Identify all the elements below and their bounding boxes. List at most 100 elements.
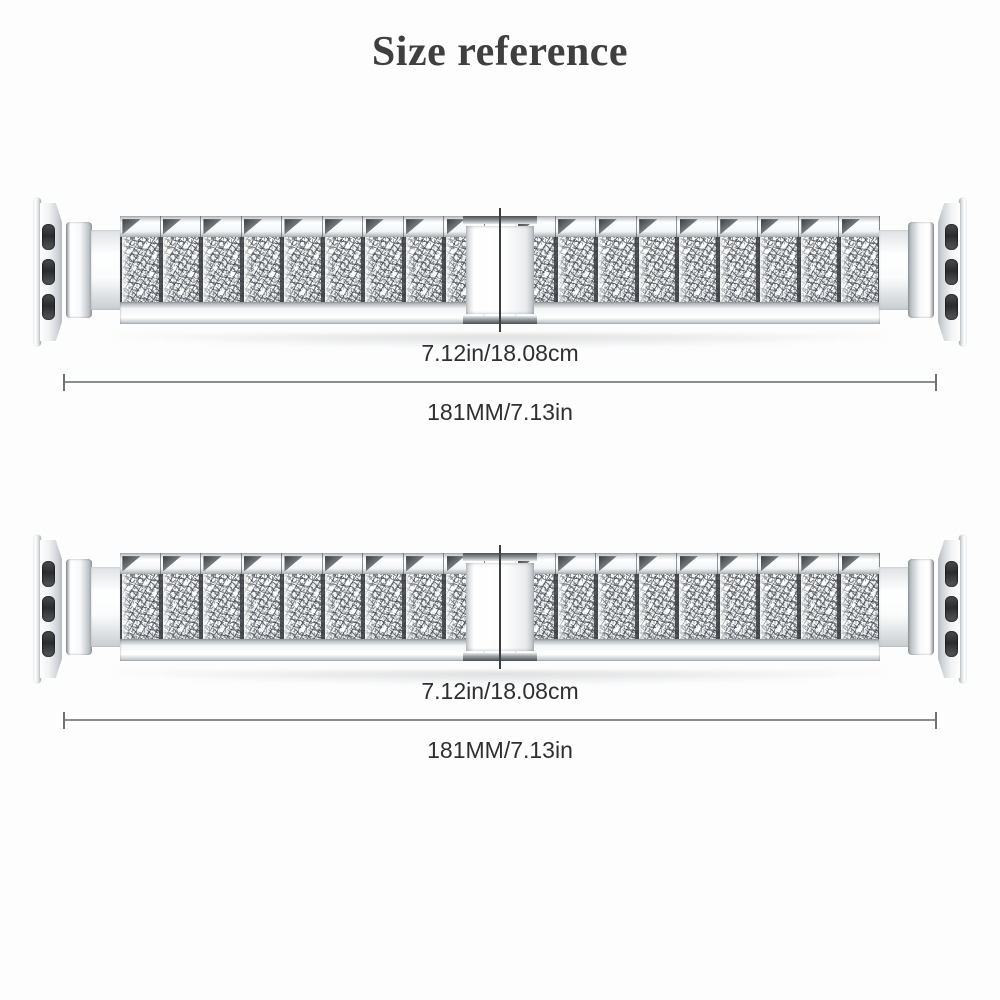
link-teeth-top — [120, 216, 485, 238]
link-tooth — [363, 553, 404, 575]
rhinestone-panel — [241, 237, 283, 303]
watch-band-top — [34, 190, 966, 350]
watch-lug-left — [34, 198, 66, 346]
rhinestone-panel — [555, 574, 597, 640]
lug-slot-group — [42, 224, 55, 320]
rhinestone-panel — [120, 574, 161, 640]
rhinestone-panel — [839, 574, 880, 640]
link-tooth — [161, 553, 202, 575]
link-tooth — [323, 216, 364, 238]
dimension-end-cap-right — [935, 374, 937, 391]
hinge-left — [66, 559, 92, 655]
chain-rail-bottom — [515, 302, 880, 324]
link-tooth — [363, 216, 404, 238]
watch-lug-left — [34, 535, 66, 683]
rhinestone-panel — [322, 574, 364, 640]
link-tooth — [596, 216, 637, 238]
rhinestone-panel — [555, 237, 597, 303]
dimension-end-cap-left — [63, 374, 65, 391]
rhinestone-panel — [677, 237, 718, 303]
rhinestone-panel — [403, 237, 445, 303]
link-teeth-top — [515, 553, 880, 575]
link-tooth — [637, 553, 678, 575]
link-chain — [120, 216, 880, 324]
link-chain — [120, 553, 880, 661]
dimension-line-wrap — [0, 374, 1000, 391]
dimension-end-cap-right — [935, 712, 937, 729]
clasp-seam — [499, 545, 501, 669]
link-tooth — [282, 216, 323, 238]
link-tooth — [718, 553, 759, 575]
taper-right — [879, 230, 909, 310]
taper-right — [879, 567, 909, 647]
rhinestone-panel — [798, 574, 840, 640]
lug-rail-icon — [34, 198, 41, 346]
lug-slot — [945, 561, 958, 587]
lug-slot — [945, 596, 958, 622]
rhinestone-panel-group — [120, 237, 485, 303]
link-teeth-top — [515, 216, 880, 238]
lug-slot — [42, 294, 55, 320]
lug-slot — [42, 259, 55, 285]
rhinestone-panel — [717, 574, 759, 640]
rhinestone-panel — [596, 237, 637, 303]
rhinestone-panel — [798, 237, 840, 303]
link-tooth — [404, 216, 445, 238]
lug-slot — [42, 561, 55, 587]
dimension-group-top: 7.12in/18.08cm 181MM/7.13in — [0, 340, 1000, 426]
lug-rail-icon — [34, 535, 41, 683]
link-tooth — [677, 216, 718, 238]
rhinestone-panel-group — [120, 574, 485, 640]
link-tooth — [718, 216, 759, 238]
watch-lug-right — [934, 535, 966, 683]
link-tooth — [201, 216, 242, 238]
page-title: Size reference — [371, 29, 629, 75]
link-tooth — [596, 553, 637, 575]
rhinestone-panel — [758, 237, 799, 303]
dimension-end-cap-left — [63, 712, 65, 729]
link-tooth — [839, 216, 880, 238]
dimension-line-wrap — [0, 712, 1000, 729]
link-tooth — [556, 216, 597, 238]
link-tooth — [839, 553, 880, 575]
link-tooth — [677, 553, 718, 575]
lug-slot-group — [945, 224, 958, 320]
taper-left — [91, 567, 121, 647]
rhinestone-panel-group — [515, 237, 880, 303]
band-shadow — [104, 671, 896, 685]
rhinestone-panel — [282, 574, 323, 640]
rhinestone-panel — [160, 574, 202, 640]
chain-rail-bottom — [120, 302, 485, 324]
chain-rail-bottom — [515, 639, 880, 661]
rhinestone-panel — [717, 237, 759, 303]
rhinestone-panel — [363, 574, 404, 640]
lug-slot — [42, 596, 55, 622]
hinge-left — [66, 222, 92, 318]
link-tooth — [120, 553, 161, 575]
taper-left — [91, 230, 121, 310]
lug-slot-group — [42, 561, 55, 657]
watch-lug-right — [934, 198, 966, 346]
watch-band-bottom — [34, 527, 966, 687]
link-tooth — [556, 553, 597, 575]
clasp-seam — [499, 208, 501, 332]
lug-slot-group — [945, 561, 958, 657]
rhinestone-panel — [839, 237, 880, 303]
rhinestone-panel — [282, 237, 323, 303]
lug-slot — [945, 224, 958, 250]
link-tooth — [404, 553, 445, 575]
rhinestone-panel — [120, 237, 161, 303]
rhinestone-panel — [636, 574, 678, 640]
rhinestone-panel — [403, 574, 445, 640]
link-tooth — [242, 553, 283, 575]
lug-rail-icon — [959, 535, 966, 683]
link-tooth — [282, 553, 323, 575]
center-clasp — [463, 545, 537, 669]
rhinestone-panel — [201, 574, 242, 640]
dimension-label-bottom: 181MM/7.13in — [427, 737, 573, 763]
dimension-label-top: 7.12in/18.08cm — [421, 340, 579, 366]
link-tooth — [758, 553, 799, 575]
link-chain-left — [120, 216, 485, 324]
lug-slot — [42, 631, 55, 657]
link-tooth — [201, 553, 242, 575]
